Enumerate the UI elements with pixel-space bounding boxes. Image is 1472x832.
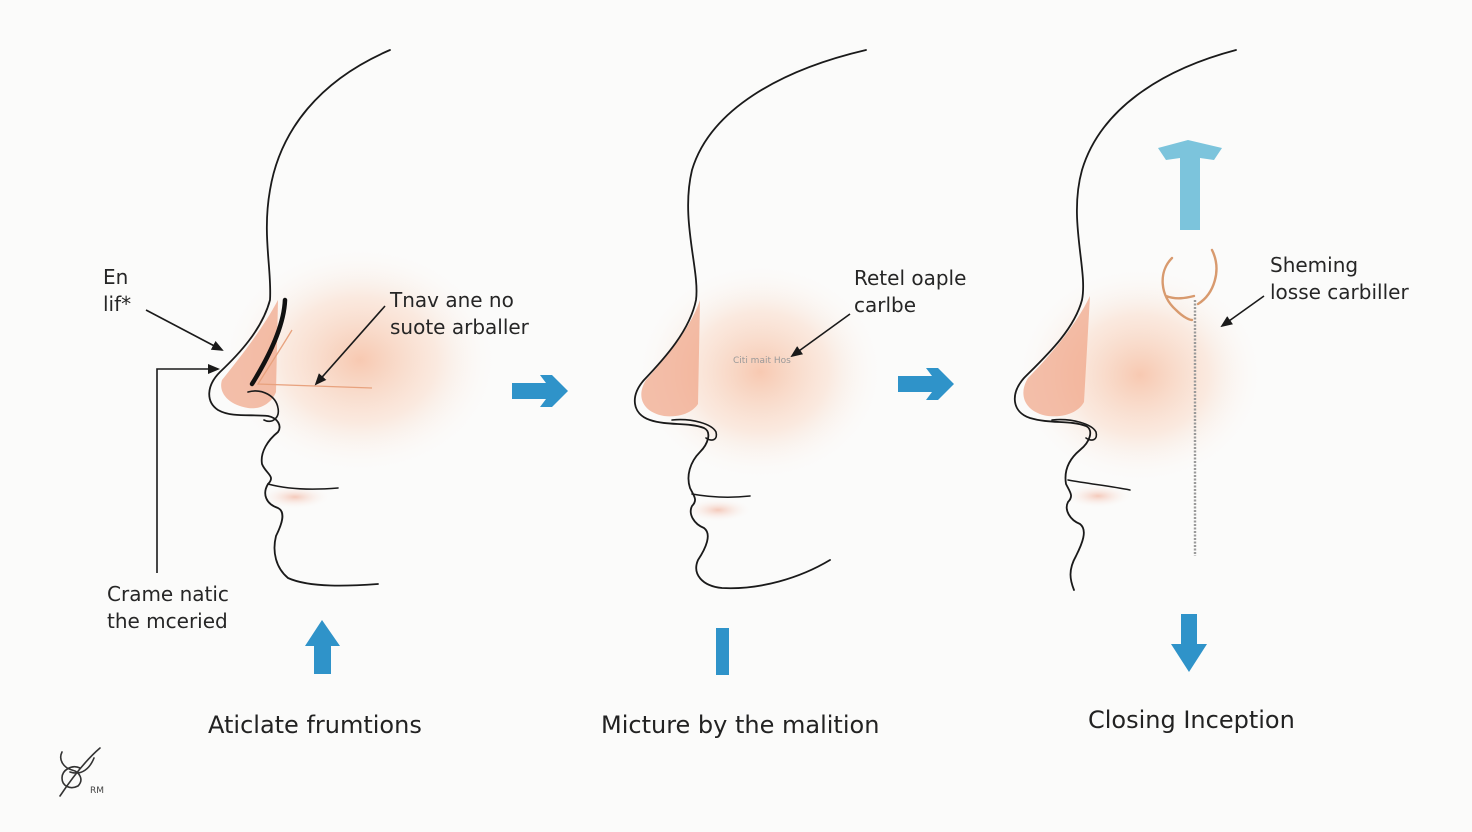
caption-panel-1: Aticlate frumtions — [208, 711, 422, 739]
cheek-shading-1 — [220, 245, 500, 475]
face-outline-1 — [208, 49, 391, 587]
nose-shading-1 — [221, 300, 278, 409]
label-line: Sheming — [1270, 253, 1359, 277]
label-sheming: Sheming losse carbiller — [1270, 252, 1409, 306]
pointer-tnav — [314, 305, 386, 386]
label-line: carlbe — [854, 293, 917, 317]
step-arrow-right-1 — [512, 375, 568, 407]
label-line: losse carbiller — [1270, 280, 1409, 304]
pointer-retel — [790, 313, 851, 358]
cartilage-clip — [1161, 248, 1218, 322]
label-line: suote arballer — [390, 315, 529, 339]
face-outline-2 — [634, 49, 867, 590]
pointer-arrows-1 — [145, 305, 386, 573]
step-arrow-right-2 — [898, 368, 954, 400]
label-line: En — [103, 265, 129, 289]
signature-logo — [59, 747, 101, 797]
label-line: the mceried — [107, 609, 228, 633]
nose-shading-2 — [641, 300, 700, 417]
down-arrow-panel-3 — [1171, 614, 1207, 672]
label-tiny-annotation: Citi mait Hos — [733, 356, 791, 366]
face-profile-2 — [634, 49, 885, 590]
up-arrow-panel-1 — [305, 620, 340, 674]
label-line: Retel oaple — [854, 266, 967, 290]
lip-line-1 — [267, 483, 339, 490]
watermark-mark: RM — [90, 786, 105, 796]
nostril-3 — [1051, 418, 1098, 441]
label-tnav-ane: Tnav ane no suote arballer — [390, 287, 529, 341]
pointer-sheming — [1220, 295, 1265, 328]
label-line: Crame natic — [107, 582, 229, 606]
pointer-arrows-2 — [790, 313, 851, 358]
lip-shading-2 — [684, 498, 752, 522]
face-profile-3 — [1014, 49, 1265, 591]
label-crame-natic: Crame natic the mceried — [107, 581, 229, 635]
lip-shading-3 — [1064, 484, 1132, 508]
nostril-2 — [671, 418, 718, 441]
label-en-lif: En lif* — [103, 264, 131, 318]
nostril-1 — [247, 390, 280, 423]
caption-panel-3: Closing Inception — [1088, 706, 1295, 734]
bar-marker-panel-2 — [716, 628, 729, 675]
pointer-crame — [156, 364, 220, 573]
label-retel-oaple: Retel oaple carlbe — [854, 265, 966, 319]
pointer-en-lif — [145, 309, 224, 351]
caption-panel-2: Micture by the malition — [601, 711, 880, 739]
lip-line-3 — [1067, 479, 1131, 491]
pointer-arrows-3 — [1220, 295, 1265, 328]
label-line: lif* — [103, 292, 132, 316]
face-outline-3 — [1014, 49, 1237, 591]
lip-line-2 — [691, 493, 751, 499]
nose-shading-3 — [1023, 296, 1090, 417]
implant-line-1 — [249, 297, 288, 387]
label-line: Tnav ane no — [390, 288, 514, 312]
guide-line-1 — [256, 329, 373, 389]
lip-shading-1 — [259, 485, 331, 509]
face-profile-1 — [208, 49, 500, 587]
light-blue-up-arrow — [1158, 140, 1222, 230]
